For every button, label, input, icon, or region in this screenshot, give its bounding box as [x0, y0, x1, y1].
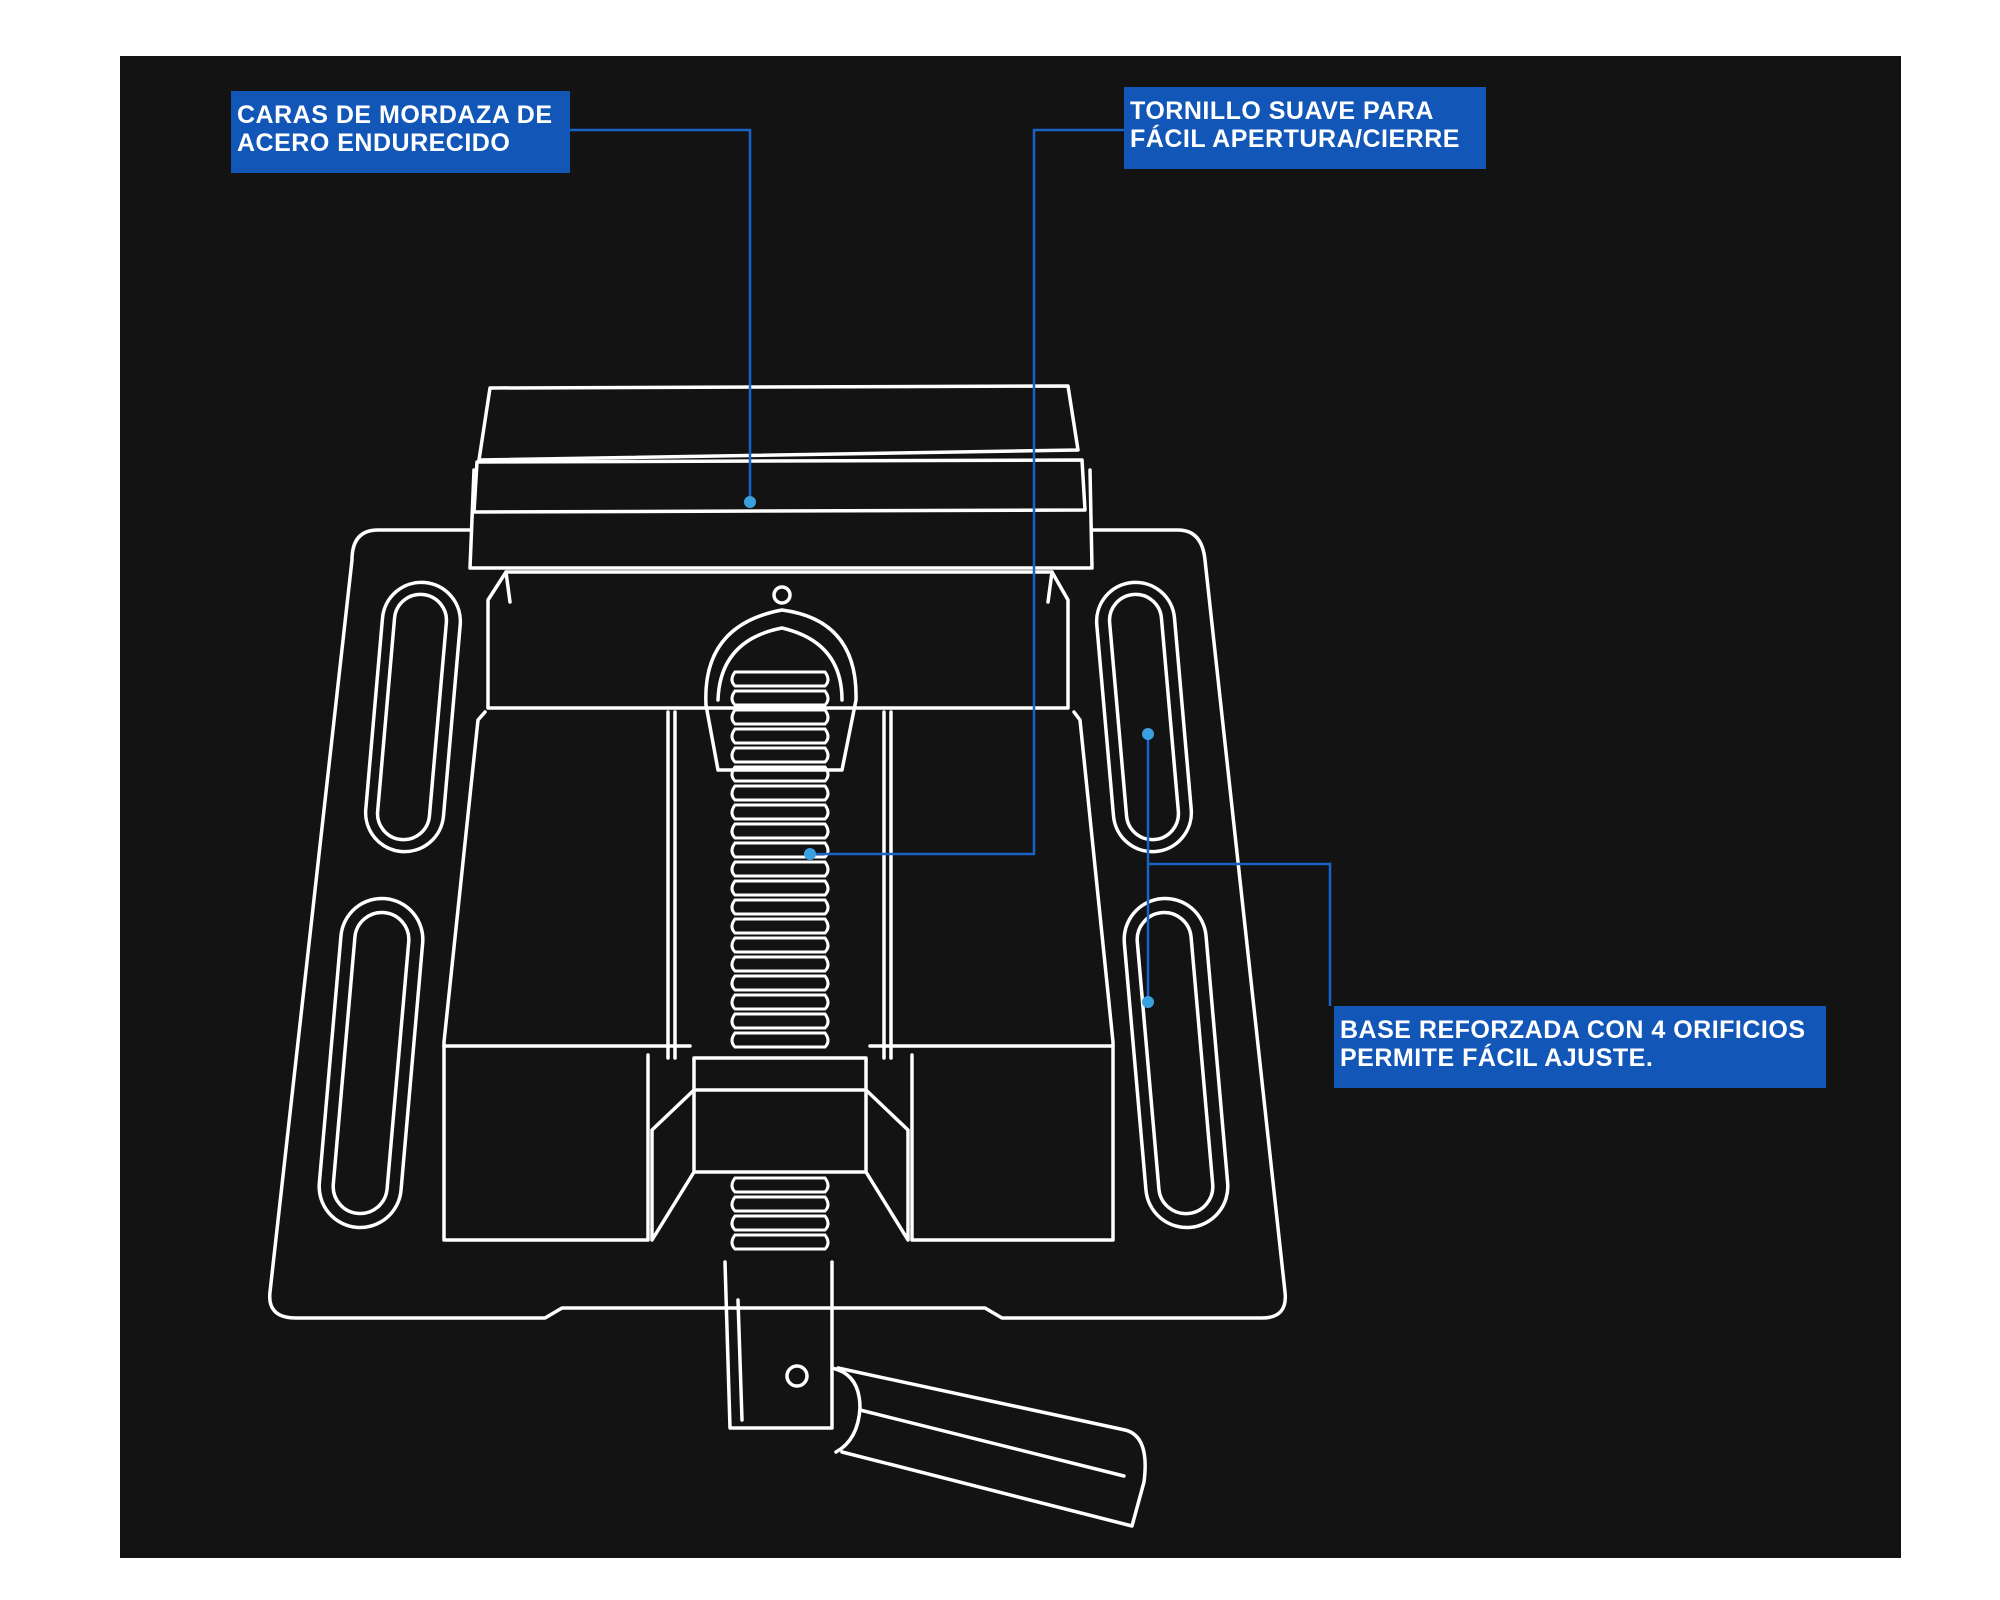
movable-jaw	[486, 570, 1070, 710]
thread-ridge	[730, 1012, 830, 1030]
thread-ridge	[730, 822, 830, 840]
thread-ridge	[730, 974, 830, 992]
leader-lines	[567, 128, 1332, 1006]
leader-line-jaw-faces	[567, 128, 752, 502]
thread-ridge	[730, 898, 830, 916]
leader-dot-jaw-faces	[744, 496, 756, 508]
thread-ridge	[730, 841, 830, 859]
leader-line-screw	[810, 128, 1124, 856]
thread-ridge	[730, 784, 830, 802]
callout-screw-line1: TORNILLO SUAVE PARA	[1130, 97, 1434, 125]
nut-block	[650, 1056, 910, 1242]
thread-ridge	[730, 689, 830, 707]
callout-base-line2: PERMITE FÁCIL AJUSTE.	[1340, 1044, 1654, 1072]
leader-line-base-branch	[1148, 862, 1332, 1006]
diagram-background	[120, 56, 1901, 1558]
thread-ridge	[730, 1195, 830, 1213]
thread-ridge	[730, 955, 830, 973]
thread-ridge	[730, 936, 830, 954]
thread-ridge	[730, 917, 830, 935]
leader-dot-screw	[804, 848, 816, 860]
lead-screw-threads	[730, 670, 830, 1251]
thread-ridge	[730, 803, 830, 821]
thread-ridge	[730, 879, 830, 897]
thread-ridge	[730, 1214, 830, 1232]
callout-base: BASE REFORZADA CON 4 ORIFICIOS PERMITE F…	[1334, 1006, 1826, 1088]
callout-jaw-faces: CARAS DE MORDAZA DE ACERO ENDURECIDO	[231, 91, 570, 173]
callout-base-line1: BASE REFORZADA CON 4 ORIFICIOS	[1340, 1016, 1806, 1044]
callout-screw-line2: FÁCIL APERTURA/CIERRE	[1130, 125, 1460, 153]
thread-ridge	[730, 765, 830, 783]
thread-ridge	[730, 1233, 830, 1251]
callout-jaw-faces-line2: ACERO ENDURECIDO	[237, 129, 511, 157]
leader-dot-base-upper	[1142, 728, 1154, 740]
thread-ridge	[730, 1176, 830, 1194]
leader-dot-base-lower	[1142, 996, 1154, 1008]
fixed-jaw	[468, 384, 1094, 570]
thread-ridge	[730, 1031, 830, 1049]
thread-ridge	[730, 860, 830, 878]
thread-ridge	[730, 708, 830, 726]
base-plate	[268, 528, 1288, 1320]
leader-dots	[744, 496, 1154, 1008]
base-slots	[317, 580, 1230, 1230]
callout-jaw-faces-line1: CARAS DE MORDAZA DE	[237, 101, 553, 129]
thread-ridge	[730, 746, 830, 764]
thread-ridge	[730, 993, 830, 1011]
callout-screw: TORNILLO SUAVE PARA FÁCIL APERTURA/CIERR…	[1124, 87, 1486, 169]
vise-body	[442, 710, 1115, 1242]
screw-handle	[723, 1260, 1147, 1528]
thread-ridge	[730, 670, 830, 688]
screw-housing	[704, 608, 858, 772]
thread-ridge	[730, 727, 830, 745]
